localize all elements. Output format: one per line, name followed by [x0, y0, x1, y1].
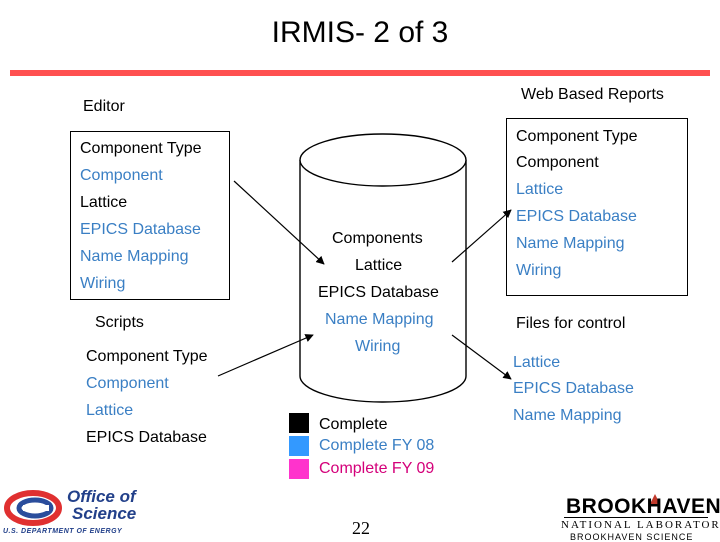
- doe-emblem-icon: [3, 488, 65, 528]
- legend-fy08-label: Complete FY 08: [319, 437, 435, 454]
- database-item: Components: [332, 230, 423, 247]
- legend-complete-swatch: [289, 413, 309, 433]
- editor-item: Component Type: [80, 140, 202, 157]
- editor-heading: Editor: [83, 98, 125, 115]
- control-heading: Files for control: [516, 315, 626, 332]
- reports-item: Component: [516, 154, 599, 171]
- doe-logo-line1: Office of: [67, 487, 136, 506]
- database-item: Name Mapping: [325, 311, 434, 328]
- doe-logo-line2: Science: [72, 504, 137, 523]
- doe-logo: Office of Science U.S. DEPARTMENT OF ENE…: [0, 486, 160, 538]
- database-cylinder: [299, 133, 467, 403]
- scripts-item: EPICS Database: [86, 429, 207, 446]
- database-item: Wiring: [355, 338, 401, 355]
- reports-item: Name Mapping: [516, 235, 625, 252]
- bnl-logo-rule: [564, 517, 708, 518]
- arrow-scripts-to-database: [217, 334, 314, 377]
- database-item: EPICS Database: [318, 284, 439, 301]
- editor-item: Name Mapping: [80, 248, 189, 265]
- slide-title: IRMIS- 2 of 3: [271, 16, 449, 49]
- title-rule: [10, 70, 710, 76]
- legend-fy09-label: Complete FY 09: [319, 460, 435, 477]
- page-number: 22: [352, 518, 370, 538]
- reports-item: Wiring: [516, 262, 562, 279]
- reports-item: Component Type: [516, 128, 638, 145]
- arrow-database-to-reports: [451, 209, 512, 263]
- reports-item: Lattice: [516, 181, 564, 198]
- scripts-item: Component Type: [86, 348, 208, 365]
- doe-logo-line3: U.S. DEPARTMENT OF ENERGY: [3, 528, 123, 535]
- editor-item: Wiring: [80, 275, 126, 292]
- bnl-logo-sub: NATIONAL LABORATORY: [561, 519, 720, 531]
- arrow-database-to-control: [451, 334, 512, 380]
- arrow-editor-to-database: [233, 180, 325, 265]
- reports-heading: Web Based Reports: [521, 86, 664, 103]
- scripts-item: Component: [86, 375, 169, 392]
- scripts-item: Lattice: [86, 402, 134, 419]
- bnl-logo-small: BROOKHAVEN SCIENCE: [570, 532, 694, 542]
- control-item: Name Mapping: [513, 407, 622, 424]
- legend-fy08-swatch: [289, 436, 309, 456]
- bnl-emblem-icon: [650, 494, 660, 504]
- reports-box: [506, 118, 688, 296]
- editor-item: Component: [80, 167, 163, 184]
- editor-item: EPICS Database: [80, 221, 201, 238]
- legend-fy09-swatch: [289, 459, 309, 479]
- scripts-heading: Scripts: [95, 314, 144, 331]
- bnl-logo-name: BROOKHAVEN: [566, 495, 720, 518]
- bnl-logo: BROOKHAVEN NATIONAL LABORATORY BROOKHAVE…: [558, 490, 720, 542]
- editor-box: [70, 131, 230, 300]
- database-item: Lattice: [355, 257, 403, 274]
- legend-complete-label: Complete: [319, 416, 388, 433]
- control-item: Lattice: [513, 354, 561, 371]
- editor-item: Lattice: [80, 194, 128, 211]
- control-item: EPICS Database: [513, 380, 634, 397]
- reports-item: EPICS Database: [516, 208, 637, 225]
